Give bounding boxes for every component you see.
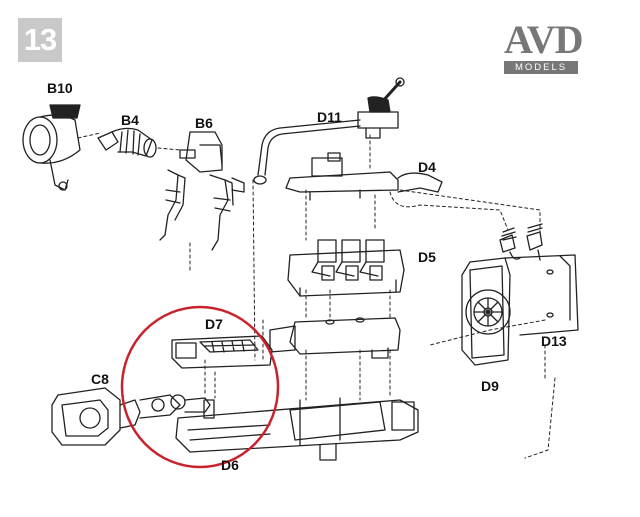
label-d11: D11 (317, 109, 342, 125)
part-d4 (253, 119, 443, 201)
step-number: 13 (23, 22, 57, 57)
label-d13: D13 (541, 333, 567, 349)
part-d7-block (269, 317, 401, 359)
part-d7-grille (171, 335, 273, 369)
part-b4 (97, 127, 157, 158)
highlight-circle (120, 305, 280, 469)
label-b6: B6 (195, 115, 213, 131)
part-c8 (51, 387, 211, 446)
part-b10 (22, 104, 81, 191)
label-d9: D9 (481, 378, 499, 394)
label-d6: D6 (221, 457, 239, 473)
label-d7: D7 (205, 316, 223, 332)
part-d11 (357, 77, 405, 139)
part-d5 (287, 239, 405, 297)
label-b10: B10 (47, 80, 73, 96)
part-d9 (461, 257, 511, 366)
part-d13 (499, 223, 579, 336)
label-d5: D5 (418, 249, 436, 265)
step-number-badge: 13 (18, 18, 62, 62)
brand-logo: AVD MODELS (504, 17, 584, 74)
logo-brand: AVD (504, 17, 584, 62)
label-c8: C8 (91, 371, 109, 387)
part-d6 (175, 397, 419, 461)
part-b6 (159, 131, 245, 251)
label-b4: B4 (121, 112, 139, 128)
logo-tagline: MODELS (504, 61, 578, 74)
label-d4: D4 (418, 159, 436, 175)
